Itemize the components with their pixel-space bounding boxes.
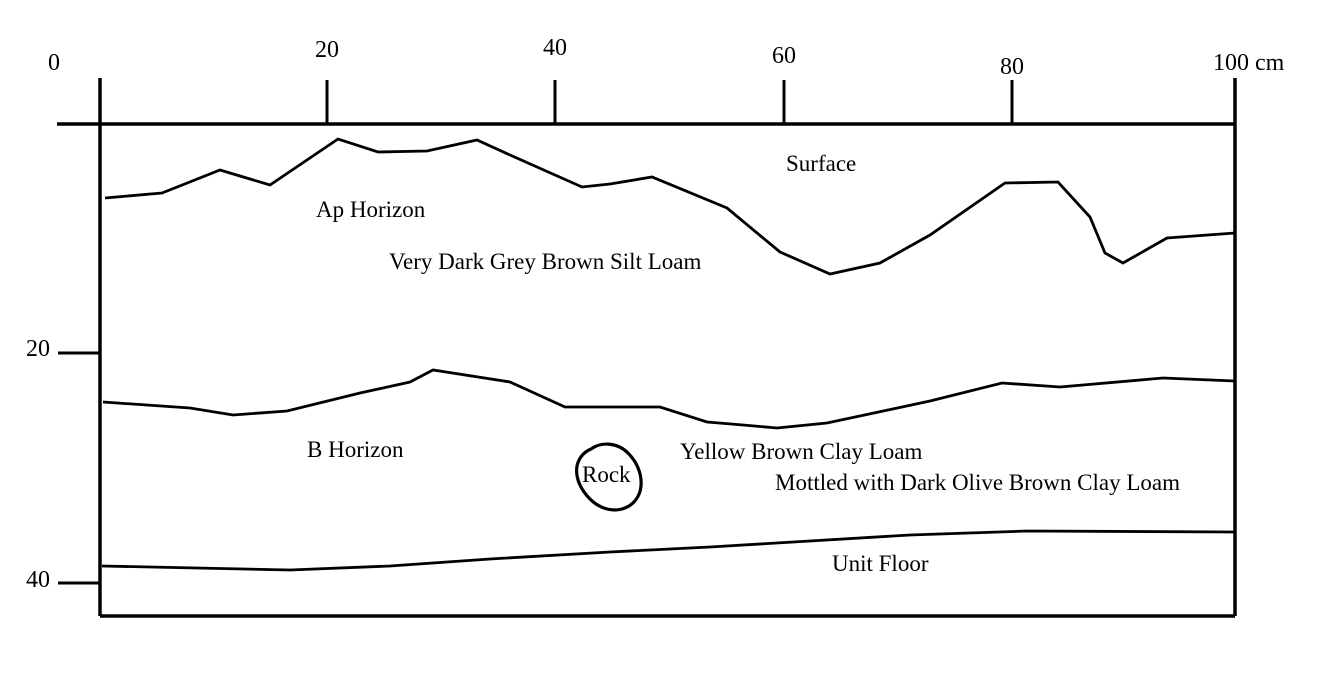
rock-outline — [575, 442, 643, 512]
unit-floor-label: Unit Floor — [832, 551, 929, 576]
rock-label: Rock — [582, 462, 631, 487]
top-axis-label-20: 20 — [315, 37, 339, 63]
surface-label: Surface — [786, 151, 857, 176]
ap-material-label: Very Dark Grey Brown Silt Loam — [389, 249, 702, 274]
unit-floor-line — [101, 529, 1236, 572]
ap-horizon-label: Ap Horizon — [316, 197, 426, 222]
top-axis-label-100cm: 100 cm — [1213, 50, 1285, 76]
top-axis-label-40: 40 — [543, 35, 567, 61]
b-material-line1-label: Yellow Brown Clay Loam — [680, 439, 923, 464]
top-axis-label-0: 0 — [48, 50, 60, 76]
b-horizon-top-line — [102, 368, 1236, 430]
b-horizon-label: B Horizon — [307, 437, 404, 462]
b-material-line2-label: Mottled with Dark Olive Brown Clay Loam — [775, 470, 1180, 495]
ap-horizon-base-line — [104, 137, 1236, 276]
top-axis-label-60: 60 — [772, 43, 796, 69]
depth-axis-label-40: 40 — [26, 567, 50, 593]
top-axis-label-80: 80 — [1000, 54, 1024, 80]
depth-axis-label-20: 20 — [26, 336, 50, 362]
